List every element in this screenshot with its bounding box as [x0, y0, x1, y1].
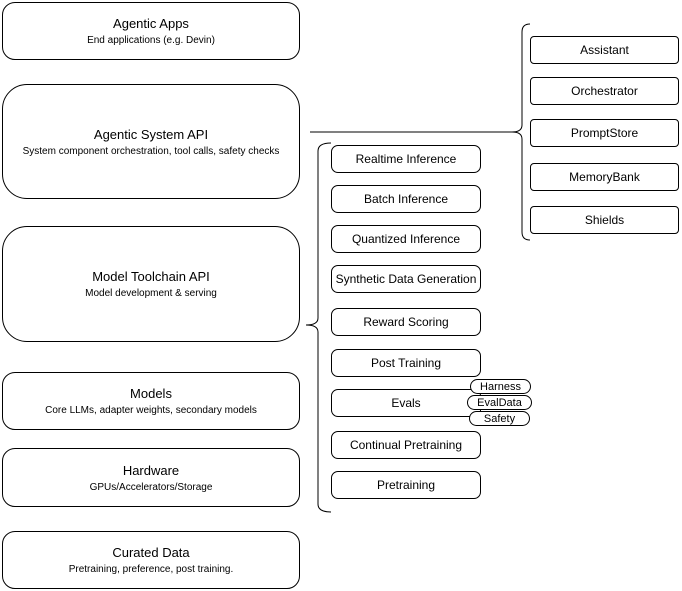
- layer-title: Agentic System API: [93, 126, 209, 142]
- layer-agentic-system-api: Agentic System API System component orch…: [2, 84, 300, 199]
- service-batch-inference: Batch Inference: [331, 185, 481, 213]
- layer-curated-data: Curated Data Pretraining, preference, po…: [2, 531, 300, 589]
- layer-subtitle: Model development & serving: [85, 288, 217, 299]
- component-shields: Shields: [530, 206, 679, 234]
- layer-title: Agentic Apps: [113, 16, 189, 31]
- component-memorybank: MemoryBank: [530, 163, 679, 191]
- layer-subtitle: System component orchestration, tool cal…: [22, 145, 280, 157]
- layer-title: Hardware: [122, 462, 180, 478]
- service-continual-pretraining: Continual Pretraining: [331, 431, 481, 459]
- layer-hardware: Hardware GPUs/Accelerators/Storage: [2, 448, 300, 507]
- component-assistant: Assistant: [530, 36, 679, 64]
- layer-model-toolchain-api: Model Toolchain API Model development & …: [2, 226, 300, 342]
- service-synthetic-data-generation: Synthetic Data Generation: [331, 265, 481, 293]
- layer-subtitle: End applications (e.g. Devin): [87, 35, 215, 46]
- service-pretraining: Pretraining: [331, 471, 481, 499]
- tag-safety: Safety: [469, 411, 530, 426]
- layer-title: Models: [130, 386, 172, 401]
- system-components-brace: [511, 23, 531, 241]
- layer-title: Model Toolchain API: [92, 269, 210, 284]
- component-orchestrator: Orchestrator: [530, 77, 679, 105]
- service-evals: Evals: [331, 389, 481, 417]
- layer-subtitle: GPUs/Accelerators/Storage: [89, 481, 213, 493]
- layer-subtitle: Pretraining, preference, post training.: [68, 564, 234, 575]
- layer-title: Curated Data: [112, 545, 190, 560]
- tag-evaldata: EvalData: [467, 395, 532, 410]
- layer-agentic-apps: Agentic Apps End applications (e.g. Devi…: [2, 2, 300, 60]
- toolchain-services-brace: [305, 142, 332, 513]
- service-post-training: Post Training: [331, 349, 481, 377]
- component-promptstore: PromptStore: [530, 119, 679, 147]
- layer-subtitle: Core LLMs, adapter weights, secondary mo…: [45, 405, 257, 416]
- tag-harness: Harness: [470, 379, 531, 394]
- layer-models: Models Core LLMs, adapter weights, secon…: [2, 372, 300, 430]
- service-reward-scoring: Reward Scoring: [331, 308, 481, 336]
- service-quantized-inference: Quantized Inference: [331, 225, 481, 253]
- service-realtime-inference: Realtime Inference: [331, 145, 481, 173]
